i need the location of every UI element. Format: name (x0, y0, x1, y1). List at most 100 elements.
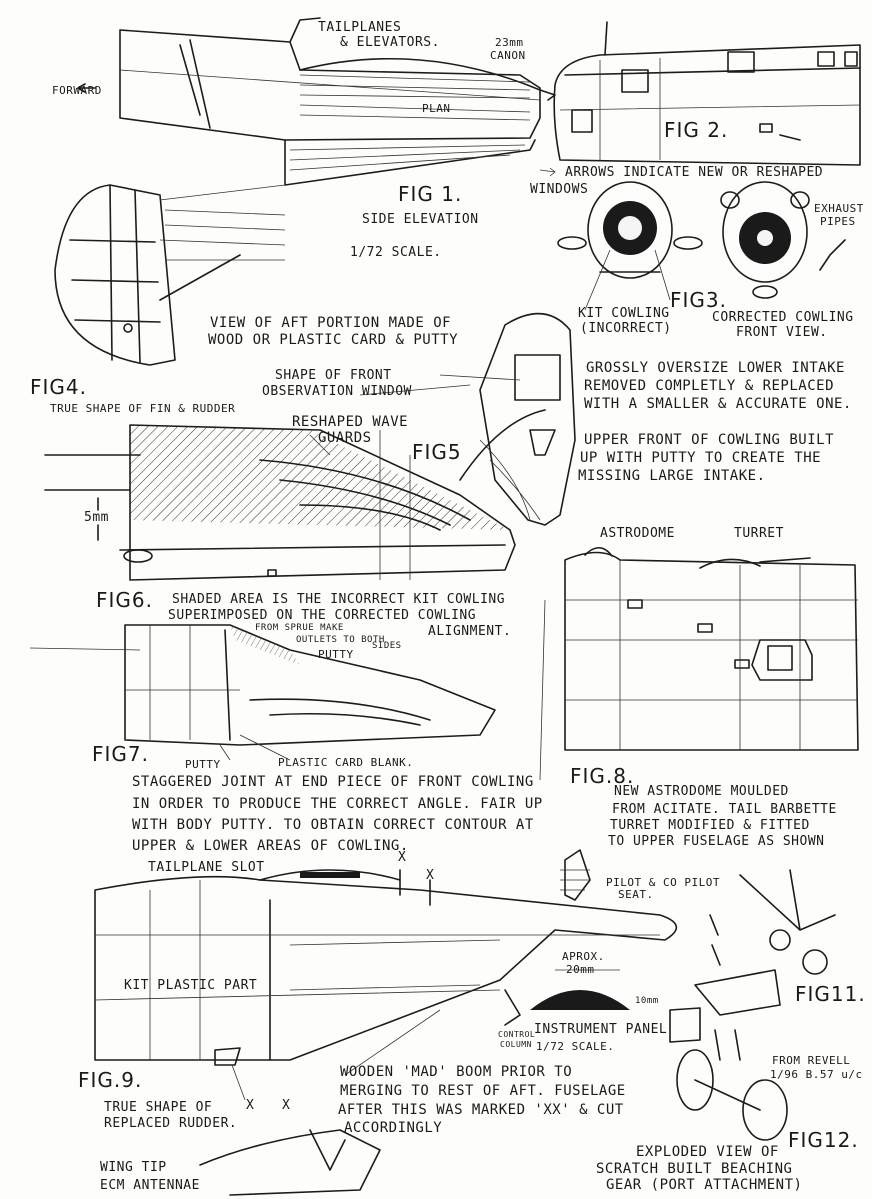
new-astro-line2: FROM ACITATE. TAIL BARBETTE (612, 802, 837, 817)
shaded-line3: ALIGNMENT. (428, 624, 512, 639)
pilot-seat-line1: PILOT & CO PILOT (606, 876, 720, 889)
fig3-cowling-front-views (557, 181, 846, 299)
putty-top-label: PUTTY (318, 648, 354, 661)
fig4-fin-rudder (54, 184, 286, 366)
shaded-line1: SHADED AREA IS THE INCORRECT KIT COWLING (172, 592, 506, 607)
fig11-label: FIG11. (795, 982, 866, 1006)
true-shape-fin-label: TRUE SHAPE OF FIN & RUDDER (50, 402, 236, 415)
staggered-line3: WITH BODY PUTTY. TO OBTAIN CORRECT CONTO… (132, 817, 534, 833)
fig8-label: FIG.8. (570, 764, 635, 788)
leader-lines (219, 167, 671, 1101)
instrument-panel (504, 989, 630, 1026)
x-mark-top-2: X (426, 868, 435, 883)
revell-line1: FROM REVELL (772, 1054, 851, 1067)
x-mark-bottom-2: X (282, 1098, 291, 1113)
fig7-cowling-assembly (29, 624, 496, 746)
x-mark-bottom-1: X (246, 1098, 255, 1113)
front-view-label: FRONT VIEW. (736, 325, 828, 340)
plan-label: PLAN (422, 102, 451, 115)
fig5-cowling-view (459, 312, 576, 526)
fig2-nose-side-view (553, 21, 861, 166)
view-aft-line2: WOOD OR PLASTIC CARD & PUTTY (208, 332, 459, 348)
turret-label: TURRET (734, 526, 784, 541)
upper-line3: MISSING LARGE INTAKE. (578, 468, 766, 484)
fig11-landing-gear (709, 869, 836, 975)
fig1-label: FIG 1. (398, 182, 463, 206)
canon-size-label: 23mm (495, 36, 524, 49)
oversize-line3: WITH A SMALLER & ACCURATE ONE. (584, 396, 852, 412)
new-astro-line1: NEW ASTRODOME MOULDED (614, 784, 789, 799)
elevators-label: & ELEVATORS. (340, 35, 440, 50)
sprue-line2: OUTLETS TO BOTH (296, 635, 385, 645)
windows-label: WINDOWS (530, 182, 589, 197)
control-label: CONTROL (498, 1030, 536, 1039)
exploded-line3: GEAR (PORT ATTACHMENT) (606, 1177, 803, 1193)
shape-front-line1: SHAPE OF FRONT (275, 368, 392, 383)
revell-line2: 1/96 B.57 u/c (770, 1068, 863, 1081)
aprox-label: APROX. (562, 950, 605, 963)
sprue-line1: FROM SPRUE MAKE (255, 623, 344, 633)
corrected-cowling-label: CORRECTED COWLING (712, 310, 854, 325)
wingtip-line2: ECM ANTENNAE (100, 1178, 200, 1193)
kit-cowling-label: KIT COWLING (578, 306, 670, 321)
new-astro-line3: TURRET MODIFIED & FITTED (610, 818, 810, 833)
tailplane-slot-label: TAILPLANE SLOT (148, 860, 265, 875)
oversize-line1: GROSSLY OVERSIZE LOWER INTAKE (586, 360, 845, 376)
oversize-line2: REMOVED COMPLETLY & REPLACED (584, 378, 835, 394)
wooden-line1: WOODEN 'MAD' BOOM PRIOR TO (340, 1064, 573, 1080)
staggered-line4: UPPER & LOWER AREAS OF COWLING. (132, 838, 409, 854)
staggered-line2: IN ORDER TO PRODUCE THE CORRECT ANGLE. F… (132, 796, 543, 812)
true-rudder-line1: TRUE SHAPE OF (104, 1100, 213, 1115)
pilot-seat (560, 849, 591, 901)
sprue-line3: SIDES (372, 641, 402, 651)
shaded-line2: SUPERIMPOSED ON THE CORRECTED COWLING (168, 608, 477, 623)
side-elevation-label: SIDE ELEVATION (362, 212, 479, 227)
wooden-line2: MERGING TO REST OF AFT. FUSELAGE (340, 1083, 626, 1099)
kit-cowling-incorrect: (INCORRECT) (580, 321, 672, 336)
fig6-label: FIG6. (96, 588, 153, 612)
fig4-label: FIG4. (30, 375, 87, 399)
fig12-beaching-gear (669, 969, 788, 1141)
canon-label: CANON (490, 49, 526, 62)
wooden-line3: AFTER THIS WAS MARKED 'XX' & CUT (338, 1102, 624, 1118)
reshaped-line1: RESHAPED WAVE (292, 414, 409, 430)
forward-label: FORWARD (52, 84, 102, 97)
staggered-line1: STAGGERED JOINT AT END PIECE OF FRONT CO… (132, 774, 534, 790)
fig5-label: FIG5 (412, 440, 462, 464)
wingtip-antenna (199, 1129, 381, 1196)
shape-front-line2: OBSERVATION WINDOW (262, 384, 412, 399)
pipes-label: PIPES (820, 215, 856, 228)
x-mark-top-1: X (398, 850, 407, 865)
exhaust-label: EXHAUST (814, 202, 864, 215)
kit-plastic-label: KIT PLASTIC PART (124, 978, 258, 993)
fig8-upper-fuselage (564, 546, 859, 751)
reshaped-line2: GUARDS (318, 430, 372, 446)
exploded-line2: SCRATCH BUILT BEACHING (596, 1161, 793, 1177)
new-astro-line4: TO UPPER FUSELAGE AS SHOWN (608, 834, 825, 849)
exploded-line1: EXPLODED VIEW OF (636, 1144, 779, 1160)
upper-line2: UP WITH PUTTY TO CREATE THE (580, 450, 822, 466)
view-aft-line1: VIEW OF AFT PORTION MADE OF (210, 315, 452, 331)
fig7-label: FIG7. (92, 742, 149, 766)
arrows-note: ARROWS INDICATE NEW OR RESHAPED (565, 165, 824, 180)
upper-line1: UPPER FRONT OF COWLING BUILT (584, 432, 835, 448)
putty-bottom-label: PUTTY (185, 758, 221, 771)
five-mm-label: 5mm (84, 510, 109, 525)
fig12-label: FIG12. (788, 1128, 859, 1152)
wingtip-line1: WING TIP (100, 1160, 167, 1175)
astrodome-label: ASTRODOME (600, 526, 675, 541)
pilot-seat-line2: SEAT. (618, 888, 654, 901)
plastic-card-label: PLASTIC CARD BLANK. (278, 756, 414, 769)
fig1-plan-tailplane (77, 17, 556, 186)
tailplanes-label: TAILPLANES (318, 20, 402, 35)
fig9-label: FIG.9. (78, 1068, 143, 1092)
fig2-label: FIG 2. (664, 118, 729, 142)
fig9-aft-fuselage (94, 869, 678, 1066)
wooden-line4: ACCORDINGLY (344, 1120, 443, 1136)
scale-label-2: 1/72 SCALE. (536, 1040, 615, 1053)
fig6-cowling-hatched (44, 424, 516, 581)
scale-label: 1/72 SCALE. (350, 245, 442, 260)
column-label: COLUMN (500, 1040, 532, 1049)
fig3-label: FIG3. (670, 288, 727, 312)
